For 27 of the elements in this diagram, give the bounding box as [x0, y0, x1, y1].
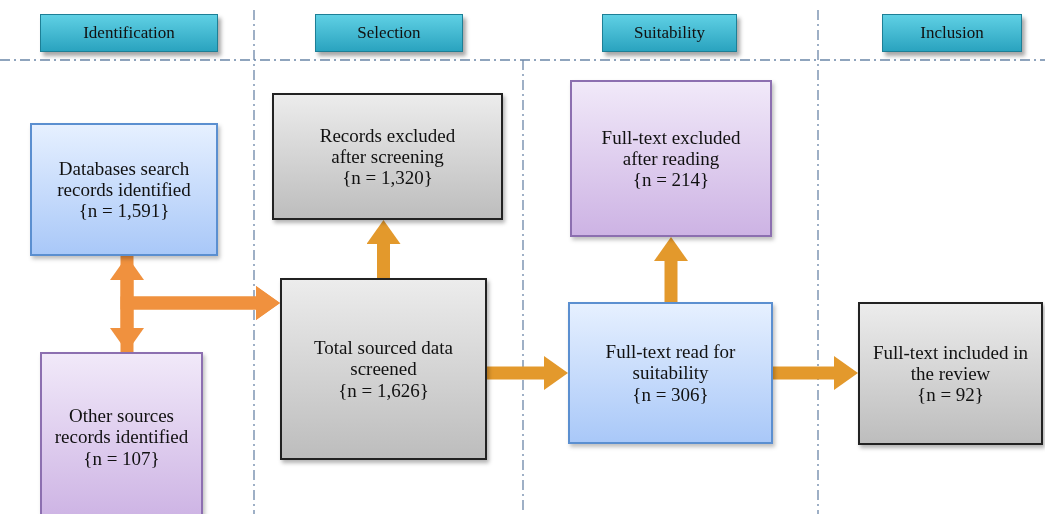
process-box — [570, 80, 772, 237]
box-label: Databases search records identified {n = 1,591} — [56, 157, 192, 222]
box-label: Full-text read for suitability {n = 306} — [604, 341, 737, 405]
block-arrow — [654, 237, 688, 302]
process-box — [858, 302, 1043, 445]
phase-header — [315, 14, 463, 52]
box-label: Inclusion — [920, 23, 984, 43]
process-box — [568, 302, 773, 444]
box-label: Identification — [83, 23, 175, 43]
process-box — [280, 278, 487, 460]
box-label: Selection — [357, 23, 421, 43]
phase-header — [882, 14, 1022, 52]
process-box — [40, 352, 203, 514]
block-arrow — [487, 356, 568, 390]
box-label: Other sources records identified {n = 107} — [53, 405, 190, 469]
box-label: Total sourced data screened {n = 1,626} — [313, 337, 454, 401]
phase-header — [602, 14, 737, 52]
process-box — [272, 93, 503, 220]
box-label: Full-text excluded after reading {n = 214} — [600, 126, 742, 191]
box-label: Suitability — [634, 23, 705, 43]
box-label: Records excluded after screening {n = 1,320} — [318, 124, 457, 189]
phase-header — [40, 14, 218, 52]
process-box — [30, 123, 218, 256]
block-arrow — [773, 356, 858, 390]
block-arrow — [366, 220, 401, 278]
block-arrow — [120, 286, 280, 352]
box-label: Full-text included in the review {n = 92} — [871, 341, 1030, 406]
